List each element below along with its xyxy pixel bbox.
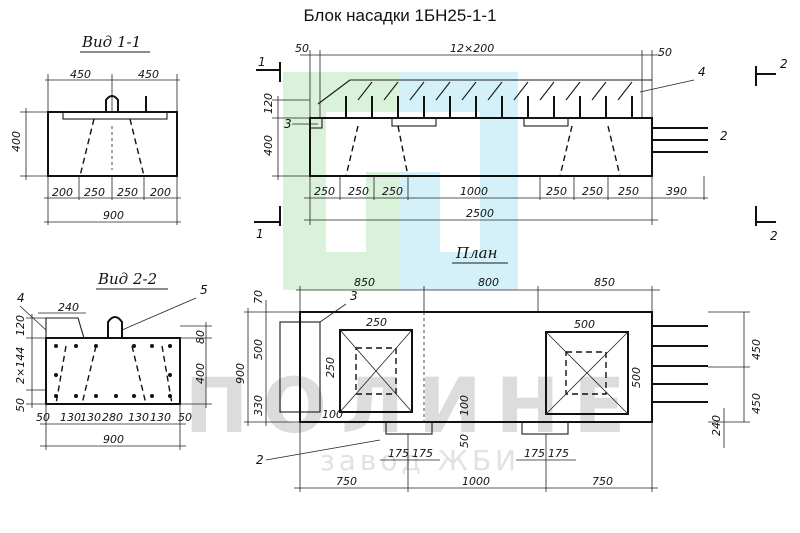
- elev-bottom-dim-2: 250: [348, 185, 369, 198]
- elev-bottom-dim-7: 250: [618, 185, 639, 198]
- v11-bottom-dim-2: 250: [84, 186, 105, 199]
- v22-callout-4: 4: [17, 291, 25, 305]
- view-1-1: Вид 1-1 450 450 400 200 250 250 200 90: [10, 33, 181, 225]
- plan-top-dim-1: 850: [354, 276, 375, 289]
- v11-top-dim-1: 450: [70, 68, 91, 81]
- elev-callout-4: 4: [698, 65, 706, 79]
- v22-left-dim-2: 2×144: [14, 347, 27, 384]
- elev-bottom-dim-6: 250: [582, 185, 603, 198]
- section-mark-1-top: 1: [258, 55, 266, 69]
- v22-total-dim: 900: [103, 433, 124, 446]
- plan-label: План: [455, 244, 497, 262]
- plan-bottom-dim-1: 750: [336, 475, 357, 488]
- plan-right-dim-3: 240: [710, 415, 723, 436]
- v22-callout-5: 5: [200, 283, 208, 297]
- section-mark-2-top: 2: [780, 57, 788, 71]
- v11-bottom-dim-3: 250: [117, 186, 138, 199]
- v11-bottom-dim-4: 200: [150, 186, 171, 199]
- plan-view: План 850 800 850 3 250 250 100 500 500 1…: [234, 244, 763, 492]
- v11-total-dim: 900: [103, 209, 124, 222]
- plan-small-dim-2: 175: [412, 447, 433, 460]
- plan-callout-2: 2: [256, 453, 264, 467]
- plan-left-dim-2: 500: [252, 339, 265, 360]
- v22-right-dim-2: 400: [194, 363, 207, 384]
- v22-right-dim-1: 80: [194, 330, 207, 344]
- plan-inner-dim-5: 500: [630, 367, 643, 388]
- view-2-2-label: Вид 2-2: [97, 270, 157, 288]
- plan-inner-dim-2: 250: [324, 357, 337, 378]
- plan-left-dim-1: 70: [252, 290, 265, 304]
- v11-top-dim-2: 450: [138, 68, 159, 81]
- elev-top-dim-1: 50: [295, 42, 309, 55]
- section-mark-1-bottom: 1: [256, 227, 264, 241]
- elev-bottom-dim-8: 390: [666, 185, 687, 198]
- plan-inner-dim-4: 500: [574, 318, 595, 331]
- plan-inner-dim-6: 100: [458, 395, 471, 416]
- elev-callout-2: 2: [720, 129, 728, 143]
- section-mark-2-bottom: 2: [770, 229, 778, 243]
- elevation-view: 1 1 2 2 50 12×200 50: [254, 42, 788, 243]
- elev-top-dim-2: 12×200: [450, 42, 494, 55]
- v22-bottom-dim-6: 130: [150, 411, 171, 424]
- plan-small-dim-3: 175: [524, 447, 545, 460]
- view-1-1-label: Вид 1-1: [81, 33, 141, 51]
- plan-top-dim-3: 850: [594, 276, 615, 289]
- plan-right-dim-2: 450: [750, 393, 763, 414]
- v22-left-dim-1: 120: [14, 315, 27, 336]
- plan-bottom-dim-3: 750: [592, 475, 613, 488]
- plan-callout-3: 3: [350, 289, 358, 303]
- plan-left-total: 900: [234, 363, 247, 384]
- elev-top-dim-3: 50: [658, 46, 672, 59]
- watermark-logo: [283, 72, 518, 290]
- plan-inner-dim-1: 250: [366, 316, 387, 329]
- plan-bottom-dim-2: 1000: [462, 475, 490, 488]
- elev-bottom-dim-1: 250: [314, 185, 335, 198]
- v22-bottom-dim-3: 130: [80, 411, 101, 424]
- plan-top-dim-2: 800: [478, 276, 499, 289]
- page-title: Блок насадки 1БН25-1-1: [303, 6, 497, 25]
- elev-left-dim-1: 120: [262, 93, 275, 114]
- plan-inner-dim-3: 100: [322, 408, 343, 421]
- watermark-tag: завод ЖБИ: [320, 444, 520, 477]
- plan-inner-dim-7: 50: [458, 434, 471, 448]
- elev-callout-3: 3: [284, 117, 292, 131]
- elev-bottom-dim-5: 250: [546, 185, 567, 198]
- elev-left-dim-2: 400: [262, 135, 275, 156]
- v22-left-dim-3: 50: [14, 398, 27, 412]
- watermark-brand: ПОЛИНЕ: [185, 361, 639, 450]
- v22-bottom-dim-5: 130: [128, 411, 149, 424]
- plan-small-dim-4: 175: [548, 447, 569, 460]
- v22-bottom-dim-7: 50: [178, 411, 192, 424]
- v22-top-dim: 240: [58, 301, 79, 314]
- v22-bottom-dim-2: 130: [60, 411, 81, 424]
- v22-bottom-dim-1: 50: [36, 411, 50, 424]
- elev-total-dim: 2500: [466, 207, 494, 220]
- v11-height-dim: 400: [10, 131, 23, 152]
- elev-bottom-dim-4: 1000: [460, 185, 488, 198]
- plan-right-dim-1: 450: [750, 339, 763, 360]
- plan-small-dim-1: 175: [388, 447, 409, 460]
- v22-bottom-dim-4: 280: [102, 411, 123, 424]
- elev-bottom-dim-3: 250: [382, 185, 403, 198]
- view-2-2: Вид 2-2 4 5 240 120 2×144: [14, 270, 212, 450]
- v11-bottom-dim-1: 200: [52, 186, 73, 199]
- plan-left-dim-3: 330: [252, 395, 265, 416]
